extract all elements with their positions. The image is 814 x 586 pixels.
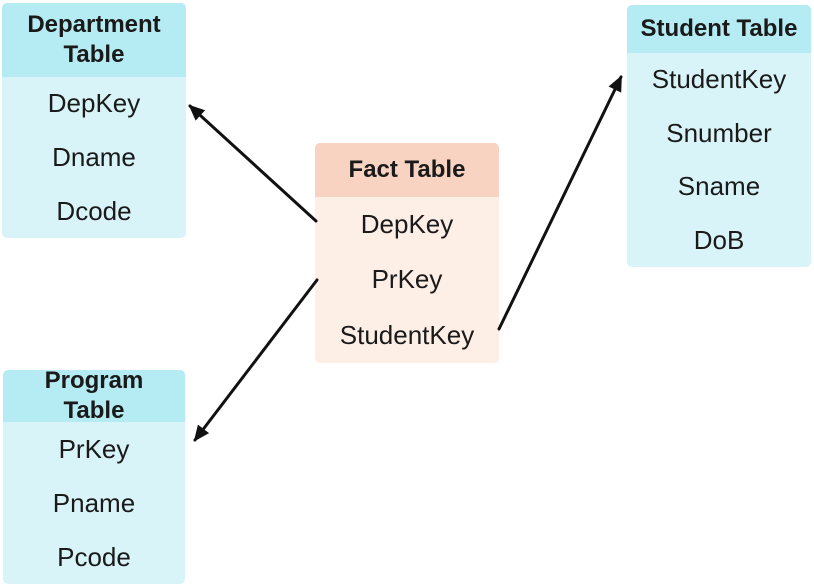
student-table: Student Table StudentKey Snumber Sname D… bbox=[627, 5, 811, 267]
student-field-studentkey: StudentKey bbox=[651, 64, 787, 95]
student-field-snumber: Snumber bbox=[666, 117, 772, 148]
fact-table: Fact Table DepKey PrKey StudentKey bbox=[315, 143, 499, 363]
student-field-sname: Sname bbox=[677, 171, 761, 202]
arrow-fact-to-student bbox=[497, 75, 623, 331]
fact-field-depkey: DepKey bbox=[360, 209, 454, 240]
department-table: Department Table DepKey Dname Dcode bbox=[2, 3, 186, 238]
fact-field-prkey: PrKey bbox=[371, 264, 443, 295]
student-table-title: Student Table bbox=[627, 5, 811, 53]
fact-table-title: Fact Table bbox=[315, 143, 499, 197]
department-table-title: Department Table bbox=[2, 3, 186, 77]
arrow-fact-to-program bbox=[193, 278, 319, 442]
program-field-pname: Pname bbox=[52, 487, 136, 518]
arrow-fact-to-department bbox=[188, 104, 318, 223]
program-table-title: Program Table bbox=[3, 370, 185, 424]
department-field-dcode: Dcode bbox=[56, 195, 132, 226]
program-field-prkey: PrKey bbox=[58, 433, 130, 464]
program-table: Program Table PrKey Pname Pcode bbox=[3, 370, 185, 584]
student-field-dob: DoB bbox=[693, 224, 745, 255]
department-field-depkey: DepKey bbox=[47, 88, 141, 119]
department-field-dname: Dname bbox=[52, 142, 136, 172]
program-field-pcode: Pcode bbox=[57, 541, 131, 572]
fact-field-studentkey: StudentKey bbox=[339, 319, 475, 350]
